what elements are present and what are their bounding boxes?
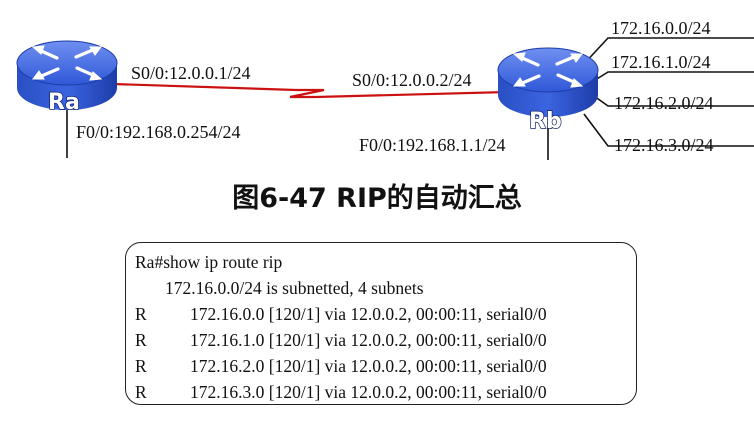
router-arrows-icon bbox=[31, 45, 103, 81]
router-arrows-icon bbox=[512, 52, 584, 88]
rb-serial-label: S0/0:12.0.0.2/24 bbox=[352, 70, 472, 90]
route-text: 172.16.3.0 [120/1] via 12.0.0.2, 00:00:1… bbox=[190, 382, 547, 402]
route-entry: R 172.16.2.0 [120/1] via 12.0.0.2, 00:00… bbox=[135, 353, 636, 379]
route-entry: R 172.16.3.0 [120/1] via 12.0.0.2, 00:00… bbox=[135, 379, 636, 405]
rb-network-label: 172.16.2.0/24 bbox=[614, 93, 714, 113]
rb-network-label: 172.16.0.0/24 bbox=[611, 18, 711, 38]
cli-command: Ra#show ip route rip bbox=[135, 252, 283, 272]
router-rb: Rb bbox=[497, 47, 599, 135]
route-code: R bbox=[135, 304, 147, 324]
cli-output-box: Ra#show ip route rip 172.16.0.0/24 is su… bbox=[125, 242, 637, 405]
route-text: 172.16.2.0 [120/1] via 12.0.0.2, 00:00:1… bbox=[190, 356, 547, 376]
route-text: 172.16.0.0 [120/1] via 12.0.0.2, 00:00:1… bbox=[190, 304, 547, 324]
route-entry: R 172.16.1.0 [120/1] via 12.0.0.2, 00:00… bbox=[135, 327, 636, 353]
rb-lan-label: F0/0:192.168.1.1/24 bbox=[359, 135, 506, 155]
serial-link bbox=[112, 82, 509, 99]
route-code: R bbox=[135, 382, 147, 402]
figure-caption: 图6-47 RIP的自动汇总 bbox=[232, 183, 522, 214]
route-code: R bbox=[135, 356, 147, 376]
rb-network-label: 172.16.1.0/24 bbox=[611, 52, 711, 72]
router-rb-label: Rb bbox=[529, 109, 562, 134]
router-ra-label: Ra bbox=[48, 90, 80, 115]
network-topology: Ra Rb S0/0:12.0.0.1/24 S0/0:12.0.0.2/24 … bbox=[16, 18, 754, 160]
ra-serial-label: S0/0:12.0.0.1/24 bbox=[131, 63, 251, 83]
route-code: R bbox=[135, 330, 147, 350]
cli-summary: 172.16.0.0/24 is subnetted, 4 subnets bbox=[165, 278, 424, 298]
router-ra: Ra bbox=[16, 40, 118, 116]
rb-network-label: 172.16.3.0/24 bbox=[614, 135, 714, 155]
route-text: 172.16.1.0 [120/1] via 12.0.0.2, 00:00:1… bbox=[190, 330, 547, 350]
ra-lan-label: F0/0:192.168.0.254/24 bbox=[76, 122, 241, 142]
route-entry: R 172.16.0.0 [120/1] via 12.0.0.2, 00:00… bbox=[135, 301, 636, 327]
